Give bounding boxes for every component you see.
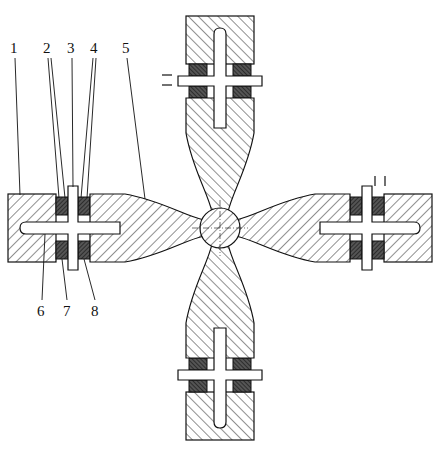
callout-number: 1 [10,40,18,56]
callout-number: 3 [67,40,75,56]
callout-number: 8 [91,303,99,319]
callout-number: 6 [37,303,45,319]
callout-number: 7 [63,303,71,319]
callout-number: 5 [122,40,130,56]
callout-number: 4 [90,40,98,56]
callout-number: 2 [43,40,51,56]
leader-lines [15,58,145,300]
